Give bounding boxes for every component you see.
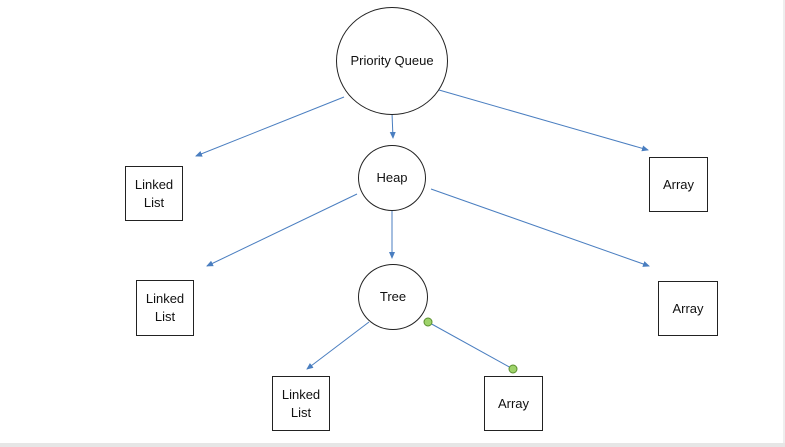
node-priority-queue[interactable]: Priority Queue	[336, 7, 448, 115]
node-heap-label: Heap	[376, 170, 408, 185]
node-level3-linked-list-label: Linked List	[281, 386, 321, 420]
node-level1-array[interactable]: Array	[649, 157, 708, 212]
canvas-right-border	[783, 0, 785, 447]
connector-handle-end[interactable]	[508, 364, 518, 374]
node-level1-array-label: Array	[662, 176, 695, 192]
edge-priority-queue-to-linked-list	[195, 96, 345, 157]
node-level2-array-label: Array	[672, 300, 704, 316]
edge-heap-to-array	[430, 188, 650, 267]
canvas-bottom-border	[0, 443, 785, 447]
node-heap[interactable]: Heap	[358, 145, 426, 211]
edge-tree-to-linked-list	[306, 321, 370, 370]
edge-priority-queue-to-array	[438, 89, 649, 152]
node-level3-linked-list[interactable]: Linked List	[272, 376, 330, 431]
node-level2-linked-list[interactable]: Linked List	[136, 280, 194, 336]
node-tree-label: Tree	[379, 289, 407, 304]
node-level3-array[interactable]: Array	[484, 376, 543, 431]
edge-priority-queue-to-heap	[389, 112, 396, 139]
edge-heap-to-linked-list	[206, 193, 358, 267]
node-priority-queue-label: Priority Queue	[350, 53, 434, 68]
node-level1-linked-list-label: Linked List	[134, 176, 174, 210]
edge-tree-to-array	[427, 321, 514, 370]
connector-handle-start[interactable]	[423, 317, 433, 327]
node-level3-array-label: Array	[497, 395, 530, 411]
node-level2-array[interactable]: Array	[658, 281, 718, 336]
node-level1-linked-list[interactable]: Linked List	[125, 166, 183, 221]
node-tree[interactable]: Tree	[358, 264, 428, 330]
node-level2-linked-list-label: Linked List	[145, 291, 185, 324]
